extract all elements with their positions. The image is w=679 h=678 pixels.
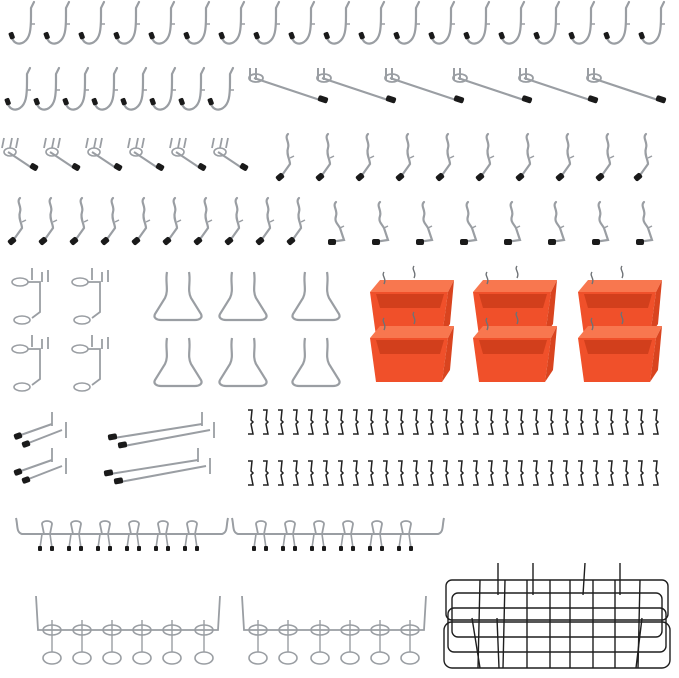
lock-clips-row-2 (247, 460, 659, 486)
u-holder-hooks (153, 270, 341, 388)
j-hooks-row-2 (3, 66, 236, 111)
small-l-hooks (1, 137, 250, 173)
double-prong-hooks (12, 411, 215, 486)
double-ring-hooks (11, 267, 109, 392)
ring-rails (35, 595, 427, 665)
wire-basket (443, 562, 671, 669)
lock-clips-row-1 (247, 409, 659, 435)
curved-s-hooks (5, 196, 307, 247)
curved-l-hooks (273, 132, 654, 183)
angled-s-hooks (326, 200, 654, 247)
long-hooks (247, 66, 668, 105)
orange-bins (369, 265, 663, 383)
hook-rails (15, 517, 445, 552)
j-hooks-row-1 (7, 0, 667, 45)
